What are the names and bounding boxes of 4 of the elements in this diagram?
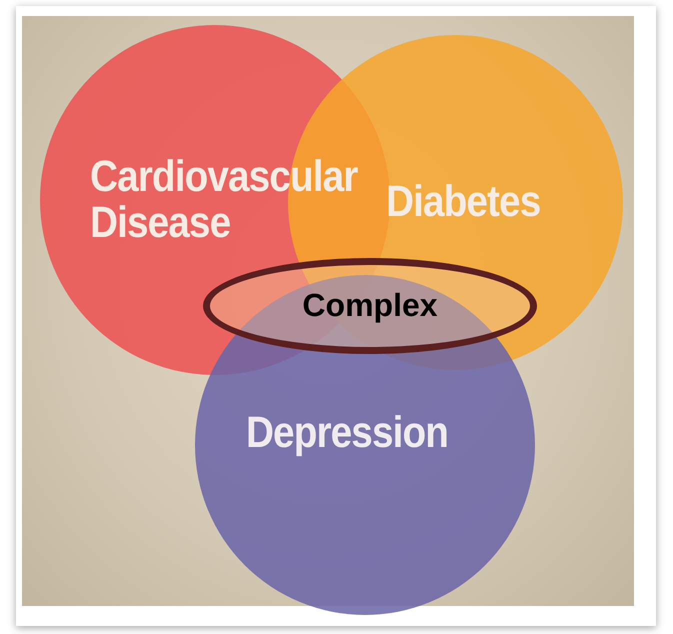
circle-label: Cardiovascular Disease: [90, 154, 359, 246]
circle-label: Diabetes: [386, 179, 541, 226]
circle-label: Complex: [301, 289, 439, 323]
circle-label: Depression: [244, 410, 450, 456]
